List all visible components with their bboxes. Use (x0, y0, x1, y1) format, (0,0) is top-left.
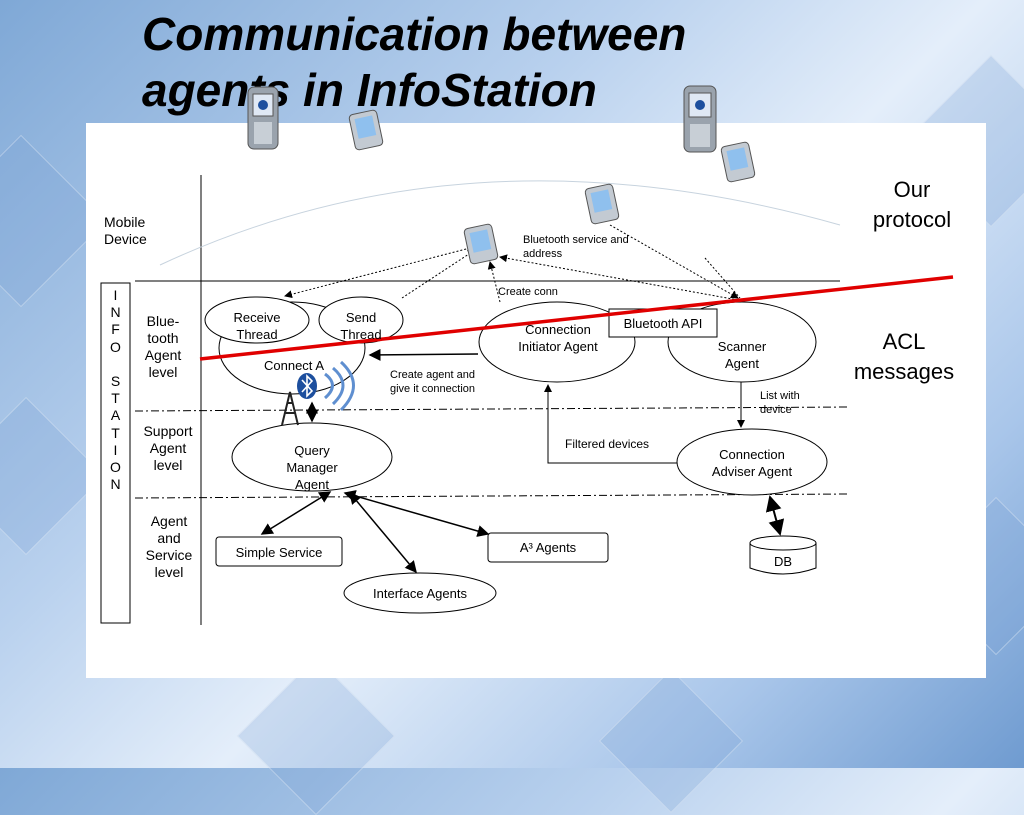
a3-agents-box (487, 532, 609, 563)
db-label: DB (773, 554, 793, 569)
mobile-phone-icon (247, 86, 279, 150)
slide-title: Communication between agents in InfoStat… (142, 8, 687, 116)
db-cylinder-top (749, 535, 817, 551)
level-divider (134, 493, 851, 499)
scanner-agent-label: Scanner Agent (717, 339, 767, 371)
info-station-letter: N (110, 476, 121, 493)
info-station-letter: T (111, 390, 120, 407)
arrow-interface-agents (349, 491, 417, 574)
protocol-line (199, 275, 954, 361)
info-station-letter: I (113, 441, 118, 458)
level-divider (134, 406, 851, 412)
create-conn-label: Create conn (498, 286, 558, 298)
mobile-device-label: Mobile Device (104, 214, 147, 247)
arrow-bt-service (499, 254, 739, 301)
coverage-arc (159, 180, 841, 266)
info-station-letter: S (110, 372, 121, 389)
connection-initiator-ellipse (478, 301, 636, 383)
query-manager-ellipse (231, 422, 393, 492)
receive-thread-ellipse (204, 296, 310, 344)
arrow-simple-service (260, 491, 332, 535)
pda-icon (720, 141, 756, 183)
support-level-label: Support Agent level (143, 423, 193, 473)
info-station-letter: O (110, 338, 121, 355)
antenna-tower-icon (281, 391, 299, 426)
db-cylinder (749, 543, 817, 575)
pda-icon (348, 109, 384, 151)
arrow-scan-2 (704, 257, 741, 299)
connect-agent-label: Connect A (264, 358, 324, 373)
our-protocol-label: Our protocol (872, 177, 952, 232)
signal-waves-icon (323, 360, 355, 412)
arrow-from-send (401, 249, 476, 299)
a3-agents-label: A³ Agents (519, 540, 577, 555)
bluetooth-level-label: Blue-tooth Agent level (144, 313, 182, 380)
mobile-phone-icon (683, 85, 717, 153)
info-station-letter: A (110, 407, 121, 424)
info-station-letter: O (110, 458, 121, 475)
bt-service-label: Bluetooth service and address (523, 234, 629, 260)
content-panel (86, 123, 986, 678)
arrow-create-conn (487, 261, 501, 303)
info-station-letter: F (111, 321, 120, 338)
connection-adviser-label: Connection Adviser Agent (711, 447, 793, 479)
create-agent-label: Create agent and give it connection (390, 369, 476, 395)
query-manager-label: Query Manager Agent (286, 443, 338, 492)
info-station-letter: N (110, 304, 121, 321)
info-station-letter: I (113, 287, 118, 303)
arrow-db (765, 495, 785, 536)
bluetooth-api-label: Bluetooth API (623, 316, 703, 331)
filtered-devices-label: Filtered devices (565, 437, 650, 451)
pda-icon (584, 183, 620, 225)
arrow-filtered-devices (544, 384, 677, 464)
diagram-canvas (100, 85, 954, 625)
arrow-scan (609, 224, 739, 299)
connection-initiator-label: Connection Initiator Agent (518, 322, 598, 354)
interface-agents-label: Interface Agents (373, 586, 467, 601)
send-thread-label: Send Thread (340, 310, 382, 342)
pda-icon (463, 223, 499, 265)
simple-service-label: Simple Service (235, 545, 323, 560)
acl-messages-label: ACL messages (853, 329, 955, 384)
service-level-label: Agent and Service level (145, 513, 193, 580)
receive-thread-label: Receive Thread (233, 310, 281, 342)
info-station-letter: T (111, 424, 120, 441)
info-station-box (100, 282, 131, 624)
info-station-letter (101, 356, 130, 373)
bluetooth-api-box (608, 308, 718, 338)
connection-adviser-ellipse (676, 428, 828, 496)
arrow-create-agent (368, 348, 479, 361)
bluetooth-icon (297, 373, 317, 399)
arrow-to-receive (284, 247, 471, 299)
list-with-device-label: List with device (760, 390, 800, 416)
simple-service-box (215, 536, 343, 567)
interface-agents-ellipse (343, 572, 497, 614)
